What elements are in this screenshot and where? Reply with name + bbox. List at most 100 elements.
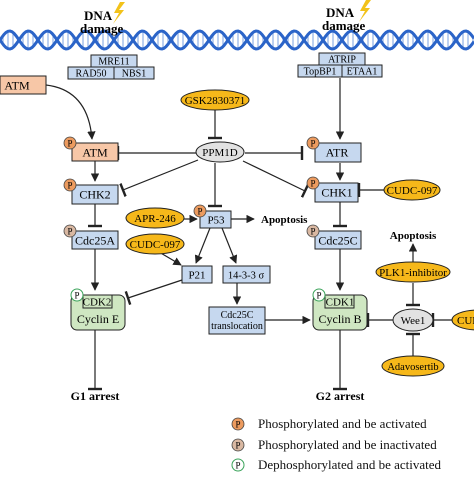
dna-damage-dna-label: DNA — [326, 5, 355, 20]
rad50-label: RAD50 — [75, 69, 106, 80]
cudc097-left-drug: CUDC-097 — [125, 233, 185, 255]
legend-text: Dephosphorylated and be activated — [258, 457, 442, 472]
cdc25c-label: Cdc25C — [318, 234, 357, 248]
cdk1-inner-box — [324, 294, 355, 309]
badge-letter: P — [310, 179, 315, 189]
edge-p53-p21 — [194, 227, 211, 264]
ppm1d-node: PPM1D — [195, 141, 245, 163]
lightning-icon — [113, 2, 125, 24]
dephospho-activated-badge — [312, 288, 326, 302]
cdc25c-translocation-label-1: Cdc25C — [221, 310, 254, 321]
ppm1d-label: PPM1D — [202, 147, 238, 159]
adavosertib-ellipse — [381, 355, 445, 377]
gsk2830371-ellipse — [180, 89, 250, 111]
phospho-inactivated-badge — [63, 224, 77, 238]
mrn-complex: MRE11 RAD50 NBS1 — [67, 54, 155, 80]
badge-letter: P — [67, 139, 72, 149]
atr-box — [314, 142, 362, 163]
atm-source-node: ATM — [0, 75, 47, 95]
cudc-clipped-ellipse — [451, 309, 474, 331]
legend-item-dephos: P Dephosphorylated and be activated — [231, 457, 442, 472]
cdc25c-translocation-label-2: translocation — [211, 321, 263, 332]
phospho-activated-badge — [231, 417, 245, 431]
sigma-label: 14-3-3 σ — [228, 271, 265, 282]
apr246-drug: APR-246 — [125, 207, 185, 229]
wee1-label: Wee1 — [401, 315, 426, 327]
cdc25a-label: Cdc25A — [75, 234, 115, 248]
atm-source-label: ATM — [4, 79, 30, 93]
chk2-box — [71, 184, 119, 205]
badge-chk2: P — [63, 178, 77, 192]
cycline-label: Cyclin E — [77, 312, 119, 326]
legend-text: Phosphorylated and be inactivated — [258, 437, 437, 452]
cdk2-cycline-complex: CDK2 Cyclin E — [70, 294, 126, 331]
badge-p53: P — [193, 204, 207, 218]
dna-damage-damage-label: damage — [80, 21, 124, 36]
apr246-ellipse — [125, 207, 185, 229]
badge-cdk1: P — [312, 288, 326, 302]
dephospho-activated-badge — [70, 288, 84, 302]
chk2-label: CHK2 — [79, 188, 110, 202]
edge-p53-14-3-3 — [221, 227, 238, 264]
ppm1d-ellipse — [195, 141, 245, 163]
cdc25a-node: Cdc25A — [71, 230, 119, 250]
adavosertib-label: Adavosertib — [387, 362, 438, 373]
badge-letter: P — [235, 441, 240, 451]
p21-box — [181, 265, 213, 284]
badge-chk1: P — [306, 176, 320, 190]
cdc25c-translocation-node: Cdc25C translocation — [208, 306, 266, 335]
cdk2-label: CDK2 — [83, 297, 112, 309]
g1-arrest-label: G1 arrest — [71, 389, 120, 403]
cdc25c-translocation-box — [208, 306, 266, 335]
apoptosis-mid-label: Apoptosis — [261, 214, 308, 226]
adavosertib-drug: Adavosertib — [381, 355, 445, 377]
cudc-clipped-drug: CUDC — [451, 309, 474, 331]
cdk1-label: CDK1 — [326, 297, 355, 309]
etaa1-label: ETAA1 — [347, 67, 378, 78]
phospho-activated-badge — [306, 176, 320, 190]
badge-letter: P — [235, 420, 240, 430]
chk1-box — [314, 182, 359, 203]
gsk2830371-label: GSK2830371 — [185, 95, 246, 107]
apr246-label: APR-246 — [134, 213, 176, 225]
phospho-activated-badge — [63, 178, 77, 192]
badge-cdk2: P — [70, 288, 84, 302]
cudc097-right-ellipse — [383, 179, 441, 201]
p53-node: P53 — [199, 210, 232, 229]
badge-letter: P — [316, 291, 321, 301]
nbs1-label: NBS1 — [122, 69, 146, 80]
phospho-activated-badge — [63, 136, 77, 150]
badge-letter: P — [67, 181, 72, 191]
badge-atm: P — [63, 136, 77, 150]
chk2-node: CHK2 — [71, 184, 119, 205]
cdk1-cyclinb-complex: CDK1 Cyclin B — [312, 294, 368, 331]
plk1-inhibitor-label: PLK1-inhibitor — [379, 267, 447, 279]
chk1-label: CHK1 — [321, 186, 352, 200]
wee1-node: Wee1 — [392, 308, 434, 332]
edge-ppm1d-chk1 — [242, 160, 310, 198]
atm-box — [71, 142, 119, 162]
atrip-label: ATRIP — [328, 55, 356, 66]
dna-strand-b — [0, 29, 474, 51]
badge-cdc25a: P — [63, 224, 77, 238]
p21-node: P21 — [181, 265, 213, 284]
legend-text: Phosphorylated and be activated — [258, 416, 427, 431]
legend: P Phosphorylated and be activated P Phos… — [231, 416, 442, 472]
cdc25c-box — [314, 230, 362, 250]
dna-damage-left: DNA damage — [80, 2, 125, 36]
cdk2-inner-box — [82, 294, 113, 309]
badge-letter: P — [67, 227, 72, 237]
p21-label: P21 — [188, 270, 205, 282]
phospho-inactivated-badge — [231, 438, 245, 452]
cdc25a-box — [71, 230, 119, 250]
badge-letter: P — [310, 227, 315, 237]
dna-damage-right: DNA damage — [322, 0, 371, 33]
sigma-node: 14-3-3 σ — [222, 265, 271, 284]
apoptosis-right-label: Apoptosis — [390, 230, 437, 242]
badge-letter: P — [197, 207, 202, 217]
edge-p21-cdk2 — [124, 279, 183, 306]
topbp1-label: TopBP1 — [304, 67, 337, 78]
atm-label: ATM — [82, 146, 108, 160]
